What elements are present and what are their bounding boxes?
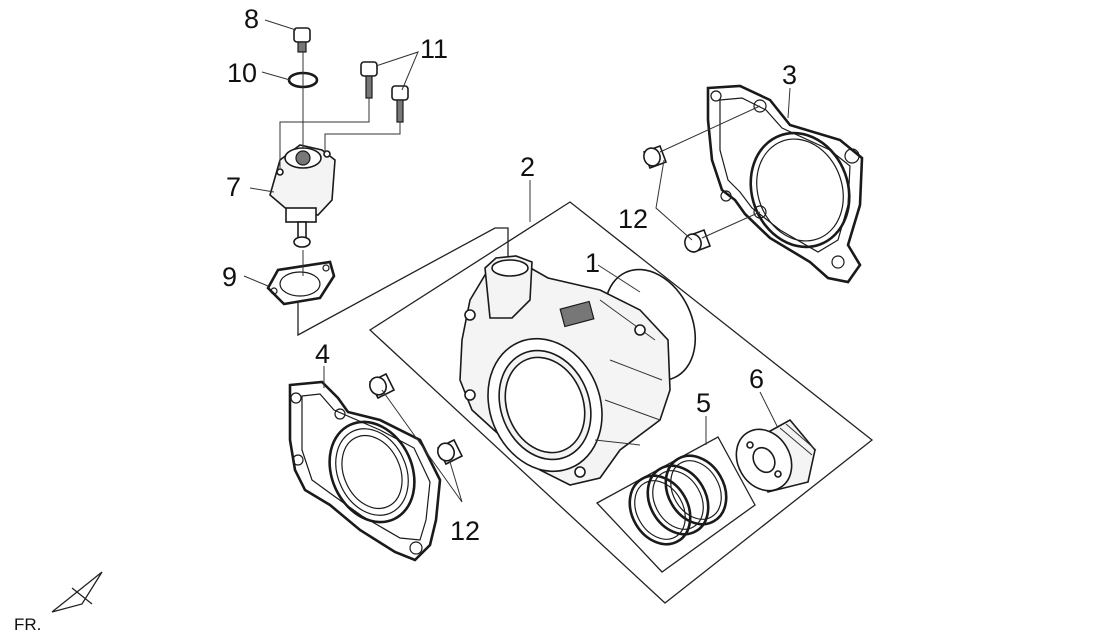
callout-12-upper: 12 <box>618 204 648 234</box>
callout-1: 1 <box>585 248 600 278</box>
leader-11 <box>375 51 419 91</box>
callout-6: 6 <box>749 364 764 394</box>
cylinder-head-gasket-upper <box>706 84 864 284</box>
leader-10 <box>261 71 291 81</box>
dowel-pin-upper-1 <box>642 144 668 170</box>
dowel-pin-upper-2 <box>684 228 712 254</box>
callout-12-lower: 12 <box>450 516 480 546</box>
callout-8: 8 <box>244 4 259 34</box>
cylinder-base-gasket <box>288 380 442 562</box>
callout-5: 5 <box>696 388 711 418</box>
piston <box>735 418 817 493</box>
leader-6 <box>759 391 779 429</box>
callout-10: 10 <box>227 58 257 88</box>
cylinder-assembly-frame <box>368 201 874 604</box>
cam-chain-tensioner <box>269 144 336 248</box>
leader-7 <box>249 187 275 193</box>
callout-3: 3 <box>782 60 797 90</box>
leader-1 <box>597 264 641 293</box>
leader-12b <box>381 389 463 503</box>
dowel-pin-lower-1 <box>368 372 396 400</box>
tensioner-mount-bolt-1 <box>360 61 378 99</box>
callout-11: 11 <box>420 34 448 64</box>
callout-7: 7 <box>226 172 241 202</box>
tensioner-mount-bolt-2 <box>391 85 409 123</box>
cylinder-block <box>459 255 697 486</box>
leader-12a <box>655 159 693 241</box>
tensioner-to-cylinder-leader <box>297 227 509 337</box>
tensioner-gasket <box>266 260 336 306</box>
callout-4: 4 <box>315 339 330 369</box>
dowel-pin-lower-2 <box>436 438 464 466</box>
leader-9 <box>243 275 269 287</box>
front-label: FR. <box>14 615 41 634</box>
leader-3 <box>787 87 791 119</box>
leader-8 <box>264 19 297 31</box>
front-direction-indicator: FR. <box>14 571 103 634</box>
callout-2: 2 <box>520 152 535 182</box>
callout-9: 9 <box>222 262 237 292</box>
piston-rings-frame <box>595 436 756 573</box>
tensioner-cap-bolt <box>293 27 311 53</box>
piston-rings <box>628 454 728 546</box>
